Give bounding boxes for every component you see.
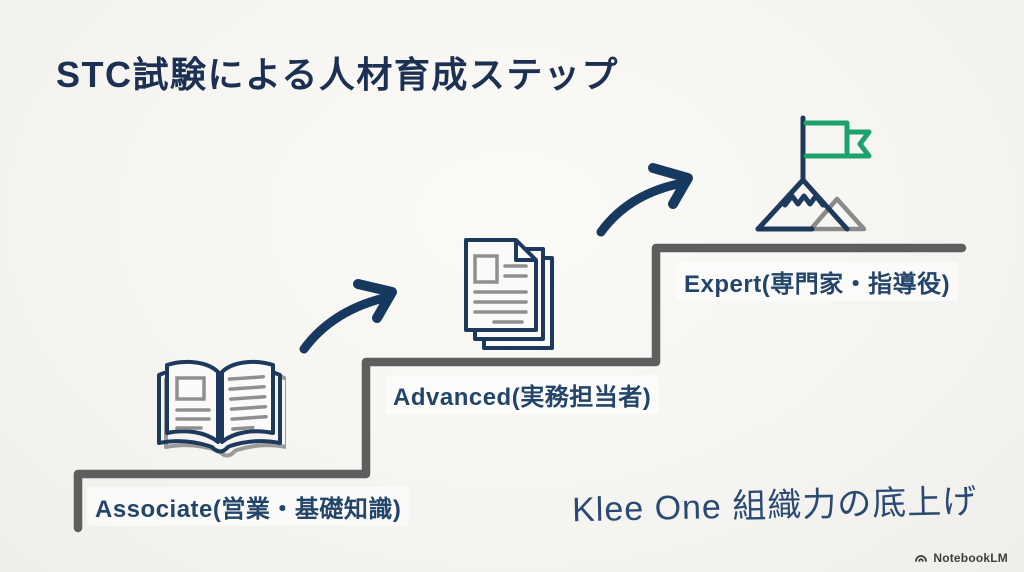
mountain-flag-icon — [755, 115, 872, 232]
curved-arrow-icon — [299, 279, 397, 354]
page-title: STC試験による人材育成ステップ — [56, 54, 619, 95]
open-book-icon — [157, 359, 286, 458]
documents-icon — [464, 238, 554, 350]
step-label-expert: Expert(専門家・指導役) — [676, 262, 959, 301]
watermark: NotebookLM — [914, 551, 1008, 565]
notebooklm-logo-icon — [915, 555, 928, 562]
watermark-label: NotebookLM — [933, 551, 1008, 565]
step-label-advanced: Advanced(実務担当者) — [385, 375, 660, 414]
step-label-associate: Associate(営業・基礎知識) — [87, 487, 410, 526]
tagline: Klee One 組織力の底上げ — [571, 482, 978, 530]
curved-arrow-icon — [596, 163, 693, 237]
staircase-line — [73, 243, 967, 533]
